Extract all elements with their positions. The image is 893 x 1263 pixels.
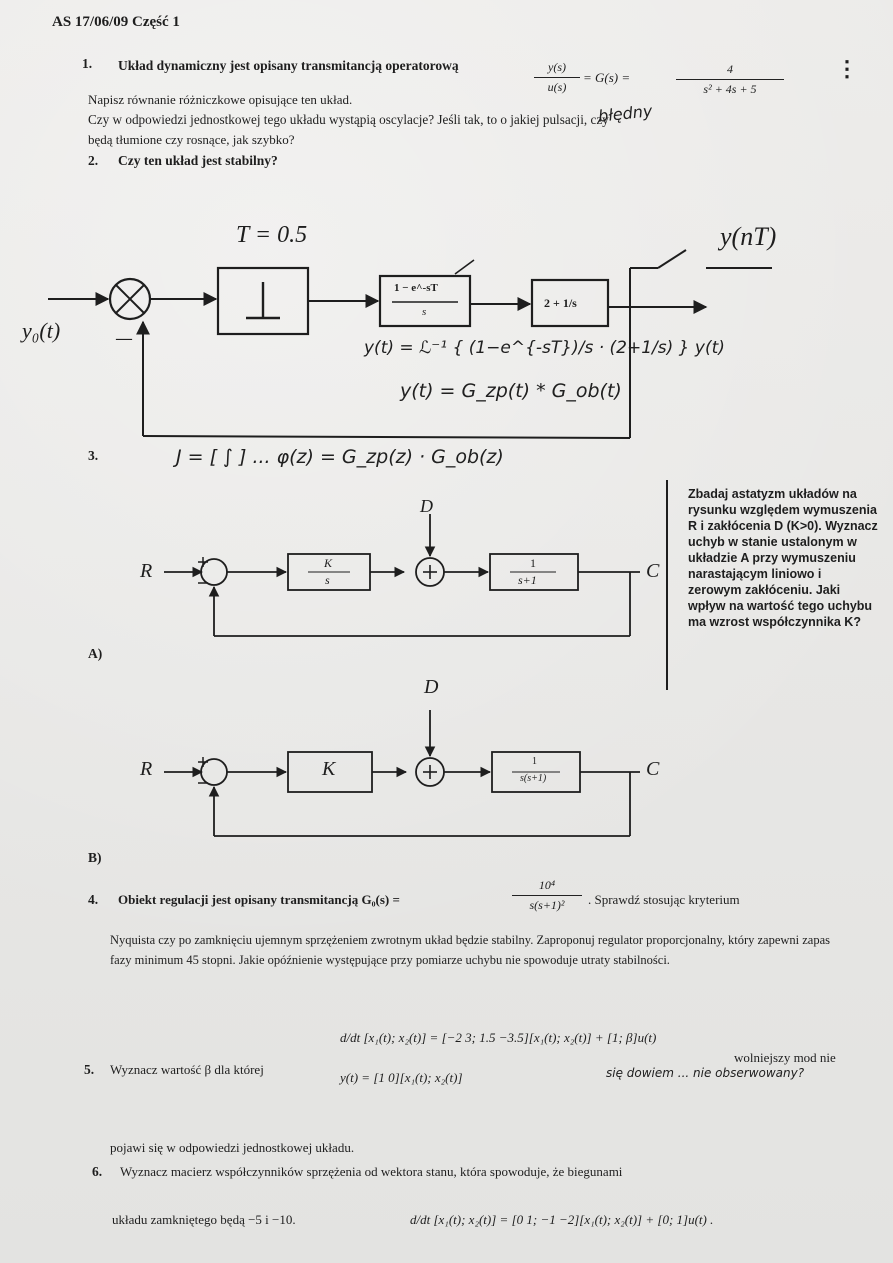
- b-plant-den: s(s+1): [520, 773, 547, 784]
- q4-tf-num: 10⁴: [538, 878, 556, 892]
- q5-line2: pojawi się w odpowiedzi jednostkowej ukł…: [110, 1140, 355, 1155]
- q1-tf-mid: = G(s) =: [583, 70, 631, 85]
- q6-state-eq: d/dt [x₁(t); x₂(t)] = [0 1; −1 −2][x₁(t)…: [410, 1212, 714, 1227]
- sum-b1: [200, 758, 228, 786]
- handwritten-eq-3: J = [ ∫ ] ... φ(z) = G_zp(z) · G_ob(z): [176, 446, 504, 468]
- plant-block: [530, 278, 610, 328]
- a-controller-den: s: [325, 573, 330, 587]
- minus-sign: —: [116, 330, 132, 347]
- output-label: y(nT): [720, 222, 777, 251]
- q1-number: 1.: [82, 56, 93, 71]
- zoh-den: s: [422, 306, 427, 318]
- sum-a1: [200, 558, 228, 586]
- q1-line4: będą tłumione czy rosnące, jak szybko?: [88, 132, 295, 147]
- q1-tf-lhs-num: y(s): [548, 60, 566, 74]
- a-disturbance-D: D: [420, 496, 433, 516]
- q3-number: 3.: [88, 448, 99, 463]
- block-diagrams-ab: [164, 514, 640, 837]
- sampler-switch: [657, 249, 687, 269]
- q1-line3: Czy w odpowiedzi jednostkowej tego układ…: [88, 112, 609, 127]
- q4-number: 4.: [88, 892, 99, 907]
- b-controller-K: K: [322, 758, 336, 780]
- q1-tf-rhs: 4 s² + 4s + 5: [676, 62, 784, 97]
- q5-number: 5.: [84, 1062, 95, 1077]
- a-input-R: R: [140, 560, 153, 582]
- b-plant-num: 1: [532, 756, 537, 767]
- exam-header: AS 17/06/09 Część 1: [52, 14, 180, 30]
- q6-text2: układu zamkniętego będą −5 i −10.: [112, 1212, 296, 1227]
- q5-text: Wyznacz wartość β dla której: [110, 1062, 264, 1077]
- q2-text: Czy ten układ jest stabilny?: [118, 153, 278, 168]
- q4-text: Obiekt regulacji jest opisany transmitan…: [118, 892, 400, 907]
- zoh-num: 1 − e^-sT: [394, 282, 438, 294]
- q5-output-eq: y(t) = [1 0][x₁(t); x₂(t)]: [340, 1070, 463, 1085]
- zoh-block: [378, 274, 472, 328]
- plant-tf: 2 + 1/s: [544, 296, 577, 310]
- q1-tf-num: 4: [727, 62, 733, 76]
- q4-paragraph: Nyquista czy po zamknięciu ujemnym sprzę…: [110, 933, 831, 967]
- q5-handwritten-note: się dowiem ... nie obserwowany?: [606, 1066, 805, 1080]
- q4-tf-den: s(s+1)²: [529, 898, 565, 912]
- q5-state-eq: d/dt [x₁(t); x₂(t)] = [−2 3; 1.5 −3.5][x…: [340, 1030, 657, 1045]
- q1-tf-lhs-den: u(s): [547, 80, 567, 94]
- sampled-system-diagram: [48, 249, 772, 439]
- q6-number: 6.: [92, 1164, 103, 1179]
- handwritten-eq-1: y(t) = ℒ⁻¹ { (1−e^{-sT})/s · (2+1/s) } y…: [364, 338, 725, 358]
- b-input-R: R: [140, 758, 153, 780]
- a-controller-num: K: [324, 556, 333, 570]
- input-label: y₀(t): [22, 318, 61, 343]
- q5-right-text: wolniejszy mod nie: [734, 1050, 836, 1065]
- q6-text: Wyznacz macierz współczynników sprzężeni…: [120, 1164, 623, 1179]
- b-disturbance-D: D: [424, 676, 439, 698]
- diagram-a-label: A): [88, 646, 103, 661]
- q3-side-text: Zbadaj astatyzm układów na rysunku wzglę…: [688, 487, 878, 629]
- q1-tf-den: s² + 4s + 5: [703, 82, 757, 96]
- margin-mark: ⋮: [836, 56, 858, 81]
- q1-text: Układ dynamiczny jest opisany transmitan…: [118, 58, 459, 73]
- sampling-period: T = 0.5: [236, 222, 308, 248]
- q4-text-end: . Sprawdź stosując kryterium: [588, 892, 740, 907]
- diagram-b-label: B): [88, 850, 102, 865]
- a-output-C: C: [646, 560, 660, 582]
- q1-line2: Napisz równanie różniczkowe opisujące te…: [88, 92, 353, 107]
- q4-tf: 10⁴ s(s+1)²: [512, 878, 582, 913]
- a-plant-den: s+1: [518, 573, 537, 587]
- q1-tf-lhs: y(s) u(s): [534, 60, 580, 95]
- b-output-C: C: [646, 758, 660, 780]
- q2-number: 2.: [88, 153, 99, 168]
- a-plant-num: 1: [530, 556, 536, 570]
- side-rule: [666, 480, 668, 690]
- handwritten-eq-2: y(t) = G_zp(t) * G_ob(t): [400, 380, 622, 402]
